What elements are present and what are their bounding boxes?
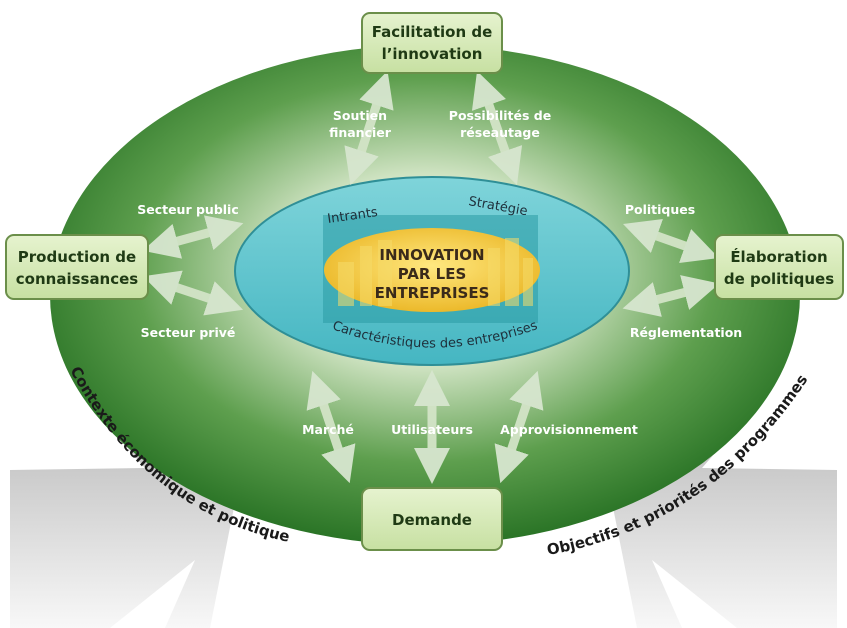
label-reseautage-2: réseautage bbox=[460, 125, 540, 140]
label-politiques: Politiques bbox=[625, 202, 695, 217]
arrows bbox=[142, 70, 720, 484]
box-production-line2: connaissances bbox=[16, 270, 139, 288]
label-reglementation: Réglementation bbox=[630, 325, 742, 340]
label-intrants: Intrants bbox=[326, 205, 378, 227]
left-context-arrow bbox=[10, 445, 245, 628]
arrow-reseautage bbox=[471, 71, 523, 185]
label-soutien-2: financier bbox=[329, 125, 392, 140]
box-facilitation: Facilitation de l’innovation bbox=[361, 12, 503, 74]
core-line2: PAR LES bbox=[398, 265, 467, 283]
core-line3: ENTREPRISES bbox=[375, 284, 490, 302]
label-utilisateurs: Utilisateurs bbox=[391, 422, 473, 437]
box-demande-label: Demande bbox=[392, 511, 472, 529]
city-skyline-icon bbox=[338, 238, 533, 306]
box-facilitation-line1: Facilitation de bbox=[372, 23, 493, 41]
arrow-public bbox=[142, 215, 244, 259]
label-soutien-1: Soutien bbox=[333, 108, 387, 123]
arrow-soutien bbox=[344, 70, 394, 186]
label-reseautage-1: Possibilités de bbox=[449, 108, 551, 123]
box-production-line1: Production de bbox=[18, 248, 136, 266]
arrow-prive bbox=[142, 270, 244, 316]
label-marche: Marché bbox=[302, 422, 354, 437]
box-elaboration-line2: de politiques bbox=[724, 270, 834, 288]
box-elaboration: Élaboration de politiques bbox=[714, 234, 844, 300]
label-secteur-public: Secteur public bbox=[137, 202, 239, 217]
arrow-marche bbox=[306, 370, 356, 484]
core-line1: INNOVATION bbox=[379, 246, 484, 264]
box-elaboration-line1: Élaboration bbox=[730, 247, 827, 266]
label-secteur-prive: Secteur privé bbox=[141, 325, 236, 340]
arrow-politiques bbox=[623, 219, 719, 263]
arrow-reglementation bbox=[622, 275, 720, 317]
label-approvisionnement: Approvisionnement bbox=[500, 422, 638, 437]
box-facilitation-line2: l’innovation bbox=[382, 45, 483, 63]
box-production: Production de connaissances bbox=[5, 234, 149, 300]
arrow-approvisionnement bbox=[494, 370, 544, 484]
right-context-arrow bbox=[602, 445, 837, 628]
box-demande: Demande bbox=[361, 487, 503, 551]
